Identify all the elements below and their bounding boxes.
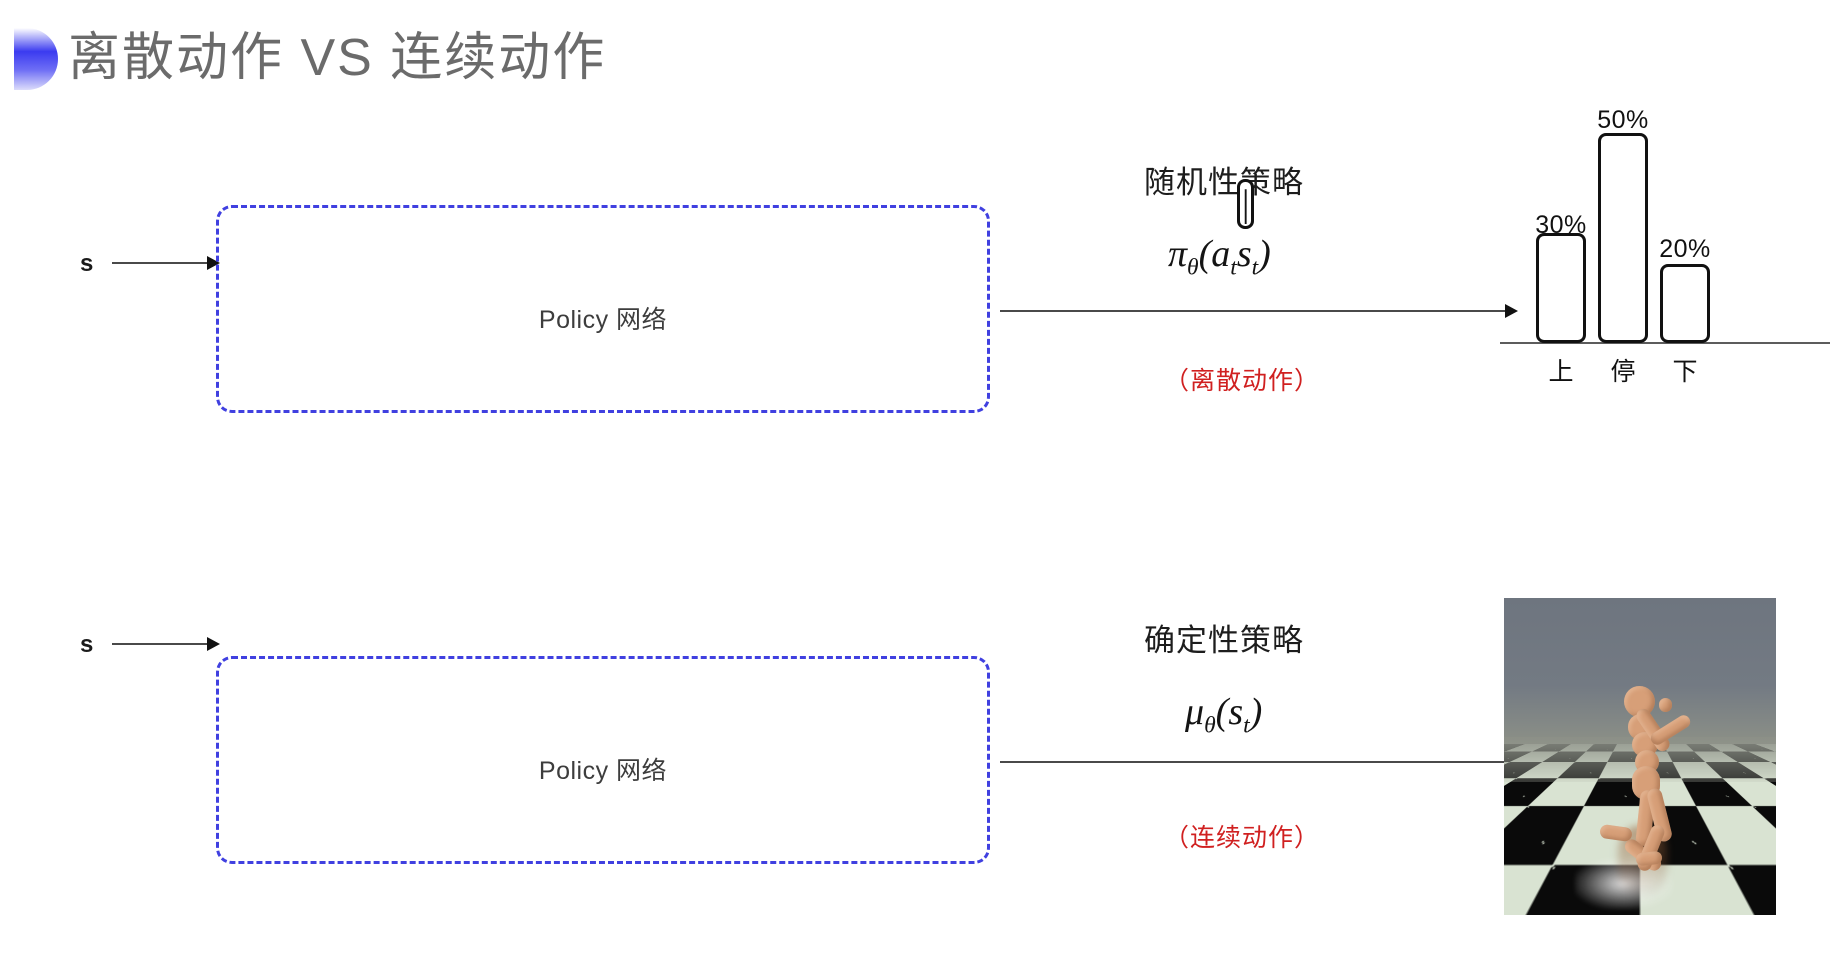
formula-head-subscript: θ [1187,254,1199,281]
action-note-discrete: （离散动作） [1164,367,1321,395]
formula-arg2: s [1236,233,1252,275]
action-note-continuous: （连续动作） [1164,824,1321,852]
formula-arg2-subscript: t [1251,254,1259,281]
bar-category-label: 下 [1672,358,1698,386]
arrow-shaft [112,262,207,264]
humanoid-simulation-image [1504,598,1776,915]
arrow-shaft [1000,310,1505,312]
arrow-head [207,637,220,651]
bar-category-label: 上 [1548,358,1574,386]
bar-category-label: 停 [1610,358,1636,386]
formula-arg1: a [1211,233,1231,275]
formula-close-paren: ) [1258,233,1271,275]
bar-value-label: 50% [1597,106,1649,134]
formula-close-paren: ) [1249,691,1263,733]
policy-network-box-discrete[interactable]: Policy 网络 [216,205,990,413]
bar-0[interactable] [1536,233,1586,343]
policy-network-box-continuous[interactable]: Policy 网络 [216,656,990,864]
formula-deterministic-policy: μθ(st) [1185,690,1262,740]
formula-separator: | [1236,178,1255,229]
formula-head: μ [1185,691,1205,733]
arrow-head [1505,304,1518,318]
formula-arg1: s [1228,691,1244,733]
arrow-state-to-policy-discrete [112,256,220,270]
policy-kind-deterministic: 确定性策略 [1144,623,1304,658]
formula-arg1-subscript: t [1230,254,1237,281]
policy-kind-stochastic: 随机性策略 [1144,165,1304,200]
formula-head: π [1168,233,1188,275]
policy-network-label: Policy 网络 [538,306,668,334]
state-input-label-continuous: s [80,631,94,658]
bar-1[interactable] [1598,133,1648,343]
formula-head-subscript: θ [1204,712,1216,739]
arrow-shaft [1000,761,1505,763]
arrow-state-to-policy-continuous [112,637,220,651]
formula-open-paren: ( [1215,691,1229,733]
arrow-policy-to-output-discrete [1000,304,1518,318]
bar-value-label: 20% [1659,235,1711,263]
page-title: 离散动作 VS 连续动作 [68,29,607,87]
title-bullet-icon [14,28,58,90]
formula-open-paren: ( [1198,233,1212,275]
policy-network-label: Policy 网络 [538,757,668,785]
arrow-policy-to-output-continuous [1000,755,1518,769]
formula-arg1-subscript: t [1243,712,1250,739]
discrete-action-bar-chart: 30% 上 50% 停 20% 下 [1492,96,1832,396]
formula-stochastic-policy: πθ(at |st) [1168,178,1271,282]
bar-2[interactable] [1660,264,1710,343]
chart-baseline-axis [1500,342,1830,344]
arrow-shaft [112,643,207,645]
humanoid-hand [1659,698,1672,712]
state-input-label-discrete: s [80,250,94,277]
